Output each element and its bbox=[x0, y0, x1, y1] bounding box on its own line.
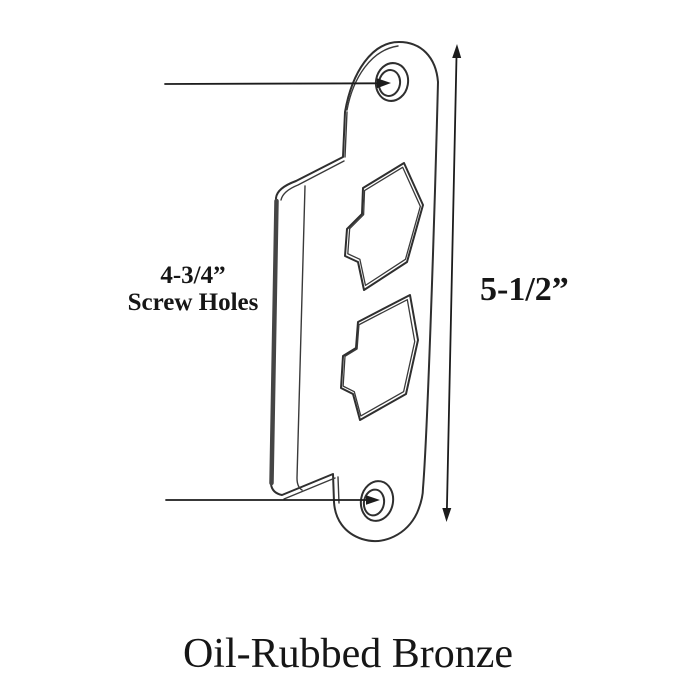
screw-holes-dimension-text: 4-3/4” bbox=[160, 262, 226, 289]
dimension-annotations bbox=[164, 44, 462, 522]
screw-holes-label: 4-3/4” Screw Holes bbox=[73, 262, 313, 316]
plate-left-edge-shadow bbox=[269, 198, 279, 486]
height-dimension-up-arrow-icon bbox=[452, 44, 462, 58]
screw-holes-caption-text: Screw Holes bbox=[127, 289, 259, 316]
height-dimension-label: 5-1/2” bbox=[480, 271, 569, 308]
bottom-screw-arrow bbox=[165, 495, 380, 505]
lower-latch-cutout-bevel bbox=[342, 298, 416, 417]
plate-thickness-lines bbox=[280, 45, 399, 504]
upper-latch-cutout bbox=[344, 162, 424, 291]
finish-caption: Oil-Rubbed Bronze bbox=[182, 631, 514, 677]
top-screw-arrow-head-icon bbox=[377, 78, 391, 89]
lower-latch-cutout bbox=[340, 294, 419, 421]
top-screw-arrow bbox=[164, 78, 391, 89]
height-dimension-down-arrow-icon bbox=[442, 508, 452, 522]
height-dimension-line bbox=[442, 44, 462, 522]
upper-latch-cutout-bevel bbox=[347, 166, 421, 287]
top-screw-arrow-line bbox=[164, 82, 380, 85]
height-dimension-shaft bbox=[445, 51, 458, 515]
strike-plate-drawing bbox=[269, 41, 439, 542]
bottom-screw-arrow-head-icon bbox=[366, 495, 380, 505]
lower-latch-cutout-outline bbox=[340, 294, 419, 421]
